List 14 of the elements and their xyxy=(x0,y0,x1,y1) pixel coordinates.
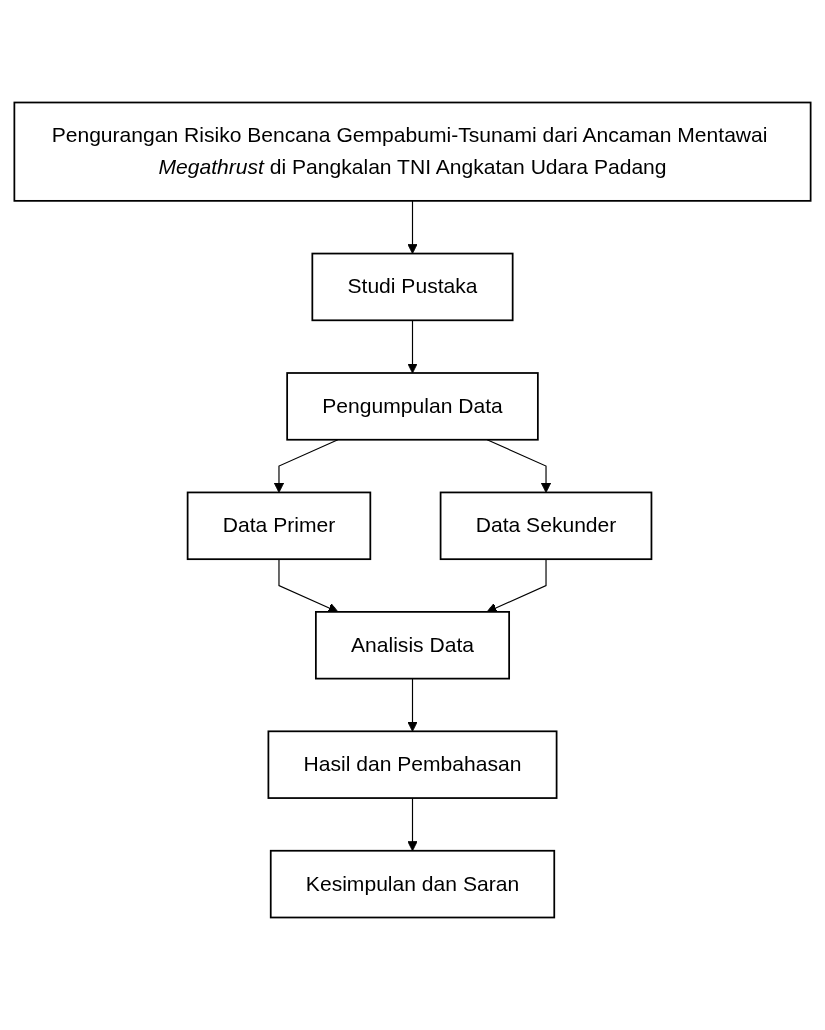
node-box: Pengumpulan Data xyxy=(286,372,539,441)
arrow xyxy=(407,200,418,254)
arrow xyxy=(407,797,418,852)
node-box: Analisis Data xyxy=(315,611,510,680)
arrow xyxy=(278,558,339,613)
arrow xyxy=(407,678,418,732)
node-box: Kesimpulan dan Saran xyxy=(269,849,556,919)
node-box: Data Sekunder xyxy=(439,491,653,561)
node-box: Pengurangan Risiko Bencana Gempabumi-Tsunami dari Ancaman Mentawai Megathrust di Pangkalan TNI Angkatan Udara Padang xyxy=(13,101,812,202)
node-box: Data Primer xyxy=(186,491,372,561)
node-box: Studi Pustaka xyxy=(311,252,514,322)
arrow xyxy=(486,558,547,613)
node-box: Hasil dan Pembahasan xyxy=(267,730,558,799)
arrow xyxy=(407,319,418,374)
